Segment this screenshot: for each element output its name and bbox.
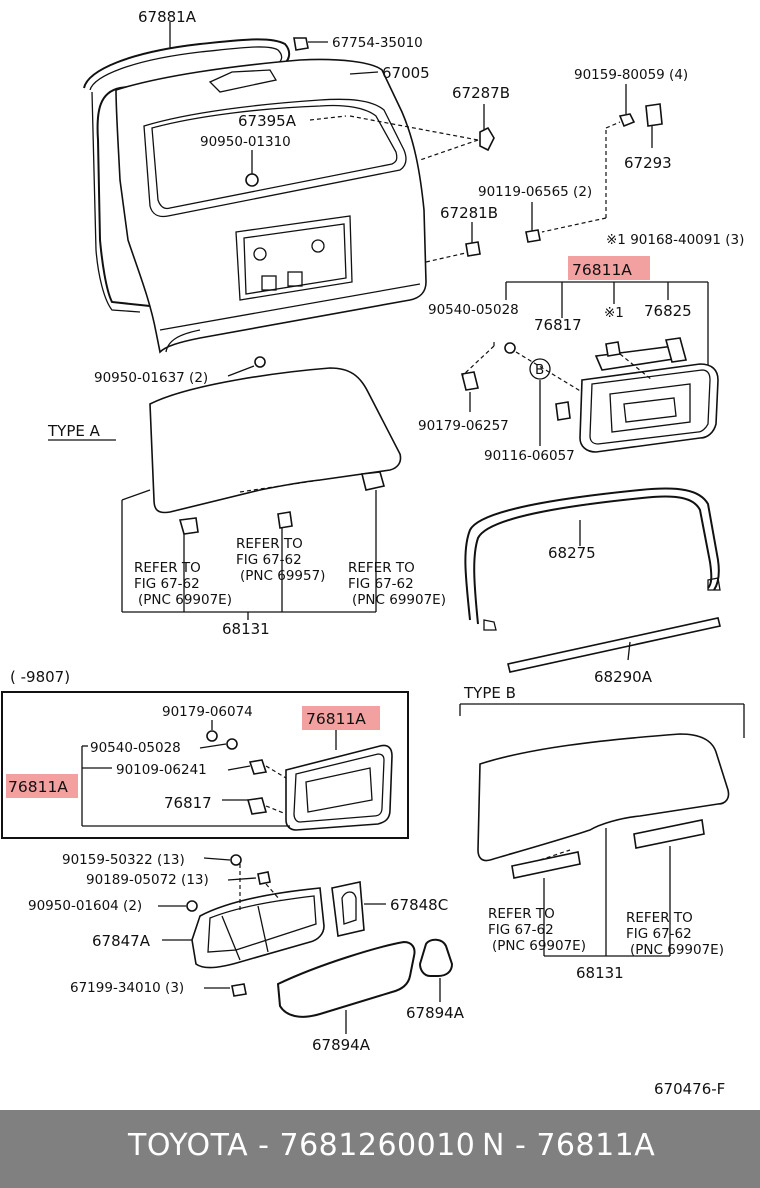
callout-labels: 67881A 67754-35010 67005 67287B 90159-80… xyxy=(8,8,744,1098)
label-refer-a1-line3: (PNC 69907E) xyxy=(138,592,232,608)
label-plug-1604: 90950-01604 (2) xyxy=(28,898,142,914)
label-lamp-highlight-1: 76811A xyxy=(572,261,632,279)
label-mark-b: B xyxy=(535,362,544,378)
label-fig-code: 670476-F xyxy=(654,1080,725,1098)
label-lamp-highlight-3: 76811A xyxy=(8,778,68,796)
label-screw-6057: 90116-06057 xyxy=(484,448,575,464)
label-door-panel: 67005 xyxy=(382,64,430,82)
label-bracket-76825: 76825 xyxy=(644,302,692,320)
label-trim-847a: 67847A xyxy=(92,932,151,950)
label-cover-848c: 67848C xyxy=(390,896,448,914)
label-refer-b2-line1: REFER TO xyxy=(626,910,693,926)
label-screw-6241: 90109-06241 xyxy=(116,762,207,778)
label-refer-b1-line2: FIG 67-62 xyxy=(488,922,554,938)
label-refer-a3-line3: (PNC 69907E) xyxy=(352,592,446,608)
label-board-b: 68131 xyxy=(576,964,624,982)
label-refer-a2-line2: FIG 67-62 xyxy=(236,552,302,568)
label-refer-a3-line2: FIG 67-62 xyxy=(348,576,414,592)
label-stopper: 67287B xyxy=(452,84,510,102)
label-refer-b1-line3: (PNC 69907E) xyxy=(492,938,586,954)
label-bracket-281b: 67281B xyxy=(440,204,498,222)
label-refer-a3-line1: REFER TO xyxy=(348,560,415,576)
label-type-a: TYPE A xyxy=(47,422,101,440)
label-board-a: 68131 xyxy=(222,620,270,638)
parts-diagram: 67881A 67754-35010 67005 67287B 90159-80… xyxy=(1,8,745,1098)
label-refer-a1-line2: FIG 67-62 xyxy=(134,576,200,592)
label-bolt-50322: 90159-50322 (13) xyxy=(62,852,185,868)
label-refer-b2-line2: FIG 67-62 xyxy=(626,926,692,942)
label-garnish-76817-b: 76817 xyxy=(164,794,212,812)
footer-part-number: TOYOTA - 7681260010 xyxy=(128,1128,476,1163)
label-seal-a: 67395A xyxy=(238,112,297,130)
label-mark-1: ※1 xyxy=(604,305,624,321)
label-refer-b1-line1: REFER TO xyxy=(488,906,555,922)
footer-reference: N - 76811A xyxy=(482,1128,656,1163)
label-seal-894a-large: 67894A xyxy=(312,1036,371,1054)
label-clip-6257: 90179-06257 xyxy=(418,418,509,434)
label-period: ( -9807) xyxy=(10,668,70,686)
label-plug-1637: 90950-01637 (2) xyxy=(94,370,208,386)
label-nut-5028: 90540-05028 xyxy=(428,302,519,318)
label-garnish-76817: 76817 xyxy=(534,316,582,334)
label-plug-1310: 90950-01310 xyxy=(200,134,291,150)
type-a-board-drawing xyxy=(48,367,402,620)
back-door-drawing xyxy=(83,37,427,368)
label-weatherstrip-275: 68275 xyxy=(548,544,596,562)
label-nut-5028-b: 90540-05028 xyxy=(90,740,181,756)
label-lamp-highlight-2: 76811A xyxy=(306,710,366,728)
label-refer-a1-line1: REFER TO xyxy=(134,560,201,576)
label-refer-b2-line3: (PNC 69907E) xyxy=(630,942,724,958)
footer-bar: TOYOTA - 7681260010 N - 76811A xyxy=(0,1110,760,1188)
label-weatherstrip-top: 67881A xyxy=(138,8,197,26)
label-seal-894a-small: 67894A xyxy=(406,1004,465,1022)
label-strip-290a: 68290A xyxy=(594,668,653,686)
inset-9807-drawing xyxy=(1,691,409,839)
label-bolt-4: 90159-80059 (4) xyxy=(574,67,688,83)
label-screw-5072: 90189-05072 (13) xyxy=(86,872,209,888)
label-clip-6565: 90119-06565 (2) xyxy=(478,184,592,200)
license-lamp-assembly xyxy=(461,256,719,453)
label-cushion: 67293 xyxy=(624,154,672,172)
label-clip-34010: 67199-34010 (3) xyxy=(70,980,184,996)
label-clip-top: 67754-35010 xyxy=(332,35,423,51)
type-b-board-drawing xyxy=(459,703,745,957)
weatherstrip-drawing xyxy=(464,487,721,673)
trim-parts-drawing xyxy=(158,854,454,1034)
label-refer-a2-line3: (PNC 69957) xyxy=(240,568,325,584)
label-type-b: TYPE B xyxy=(463,684,516,702)
label-clip-6074: 90179-06074 xyxy=(162,704,253,720)
label-ref-mark-bolt: ※1 90168-40091 (3) xyxy=(606,232,744,248)
label-refer-a2-line1: REFER TO xyxy=(236,536,303,552)
